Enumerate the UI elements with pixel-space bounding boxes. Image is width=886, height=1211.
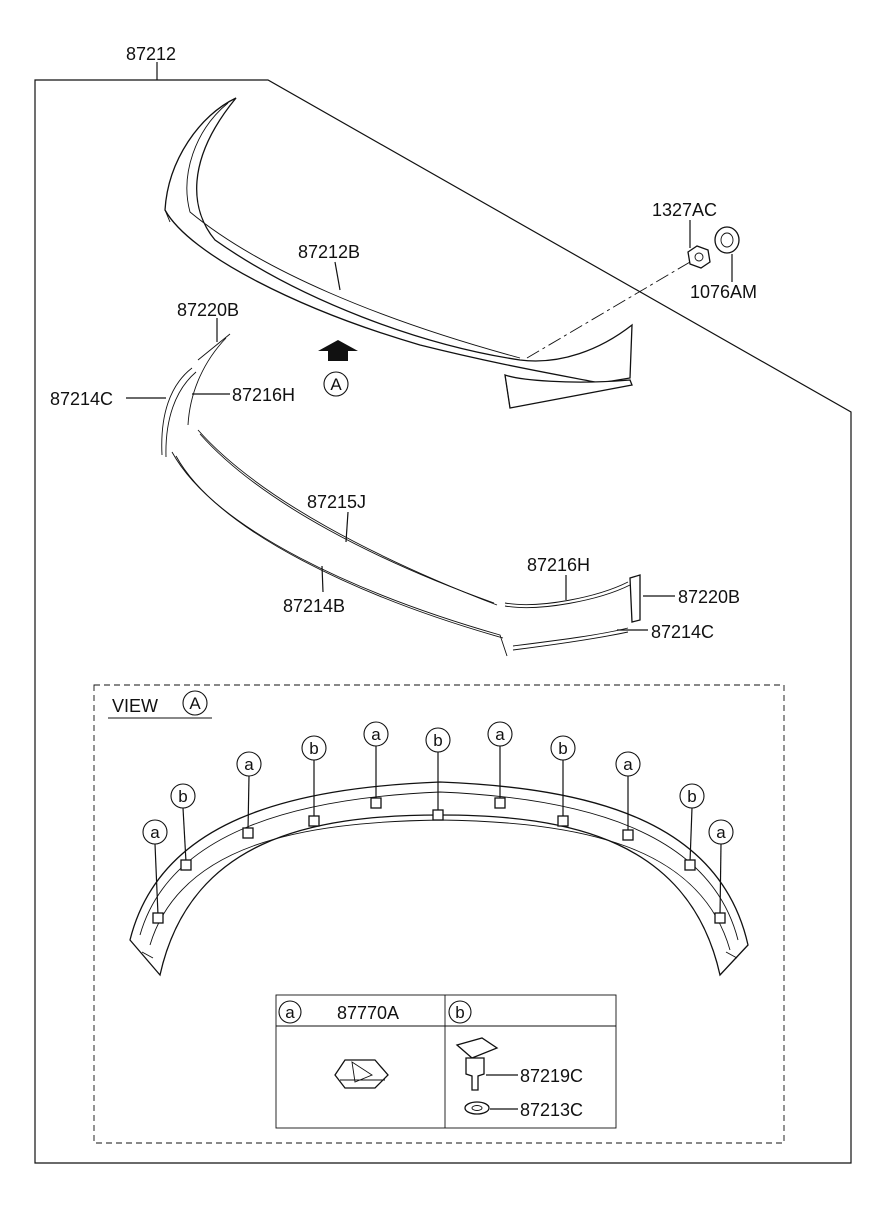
legend-b-key: b [455, 1003, 464, 1022]
callout-leader [182, 807, 187, 863]
view-title: VIEW [112, 696, 158, 716]
view-ref-letter: A [189, 694, 201, 713]
callout-letter-a: a [716, 823, 726, 842]
callout-circle-a [487, 721, 513, 747]
arrow-ref-circle [323, 371, 349, 397]
callout-letter-a: a [150, 823, 160, 842]
legend-a-part-label[interactable]: 87770A [337, 1003, 399, 1023]
strip-center-label[interactable]: 87215J [307, 492, 366, 512]
callout-circle-b [550, 735, 576, 761]
callout-circle-a [363, 721, 389, 747]
callout-circle-b [301, 735, 327, 761]
callout-letter-a: a [244, 755, 254, 774]
main-frame [34, 79, 852, 1164]
mount-axis-line [526, 261, 691, 359]
strip-l-label[interactable]: 87216H [232, 385, 295, 405]
callout-letter-b: b [309, 739, 318, 758]
callout-circle-a [236, 751, 262, 777]
legend-a-key: a [285, 1003, 295, 1022]
callout-leader [689, 807, 693, 863]
tape-center-label[interactable]: 87214B [283, 596, 345, 616]
callout-letter-b: b [433, 731, 442, 750]
callout-letter-a: a [371, 725, 381, 744]
clip-mount-b[interactable] [308, 815, 320, 827]
callout-circle-a [142, 819, 168, 845]
spoiler-leader [334, 261, 341, 291]
clip-mount-a[interactable] [494, 797, 506, 809]
assembly-label[interactable]: 87212 [126, 44, 176, 64]
clip-mount-a[interactable] [242, 827, 254, 839]
clip-a-part[interactable] [334, 1059, 389, 1089]
clip-mount-a[interactable] [152, 912, 164, 924]
spoiler-label[interactable]: 87212B [298, 242, 360, 262]
clip-mount-b[interactable] [557, 815, 569, 827]
legend-b-part-1-label[interactable]: 87219C [520, 1066, 583, 1086]
callout-circle-a [615, 751, 641, 777]
fastener-legend-table [275, 994, 617, 1129]
clip-mount-a[interactable] [622, 829, 634, 841]
callout-leader [719, 843, 722, 916]
grommet-part[interactable] [714, 226, 740, 254]
callout-circle-a [708, 819, 734, 845]
nut-part[interactable] [687, 245, 711, 269]
callout-letter-b: b [687, 787, 696, 806]
callout-circle-b [679, 783, 705, 809]
spoiler-part[interactable] [164, 97, 633, 409]
molding-parts[interactable] [161, 333, 641, 657]
nut-label[interactable]: 1327AC [652, 200, 717, 220]
fastener-b-part[interactable] [455, 1037, 499, 1115]
callout-leader [154, 843, 159, 916]
arrow-ref-letter: A [330, 375, 342, 394]
callout-letter-b: b [178, 787, 187, 806]
callout-letter-b: b [558, 739, 567, 758]
view-direction-arrow-icon [318, 340, 358, 361]
legend-b-part-2-label[interactable]: 87213C [520, 1100, 583, 1120]
clip-mount-b[interactable] [684, 859, 696, 871]
endcap-tl-label[interactable]: 87220B [177, 300, 239, 320]
callout-circle-b [170, 783, 196, 809]
strip-r-label[interactable]: 87216H [527, 555, 590, 575]
clip-mount-a[interactable] [714, 912, 726, 924]
tape-center-leader [321, 565, 324, 593]
grommet-label[interactable]: 1076AM [690, 282, 757, 302]
legend-a-circle [278, 1000, 302, 1024]
callout-leader [247, 775, 250, 831]
tape-r-label[interactable]: 87214C [651, 622, 714, 642]
strip-center-leader [345, 511, 349, 543]
view-a-box [93, 684, 785, 1144]
callout-letter-a: a [623, 755, 633, 774]
endcap-r-label[interactable]: 87220B [678, 587, 740, 607]
clip-mount-a[interactable] [370, 797, 382, 809]
callout-circle-b [425, 727, 451, 753]
tape-l-label[interactable]: 87214C [50, 389, 113, 409]
view-ref-circle [182, 690, 208, 716]
clip-mount-b[interactable] [432, 809, 444, 821]
clip-mount-b[interactable] [180, 859, 192, 871]
callout-letter-a: a [495, 725, 505, 744]
legend-b-circle [448, 1000, 472, 1024]
